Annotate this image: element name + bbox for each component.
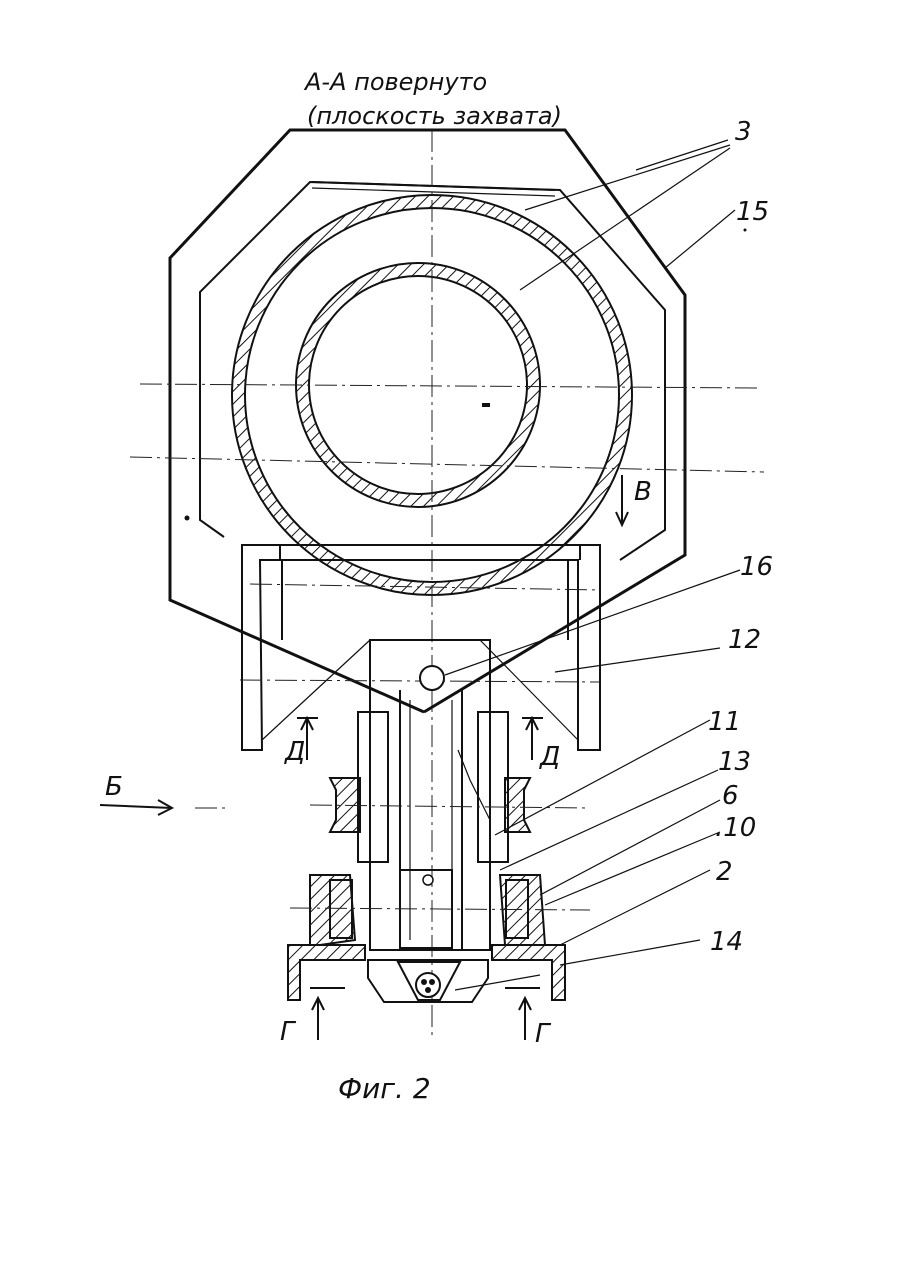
label-12: 12	[728, 625, 761, 655]
label-d-left: Д	[284, 737, 305, 767]
label-3: 3	[735, 117, 752, 147]
upper-rollers	[330, 712, 530, 862]
label-15: 15	[736, 197, 769, 227]
view-arrow-b	[100, 800, 225, 815]
label-13: 13	[718, 747, 751, 777]
bottom-clamp	[368, 960, 488, 1002]
direction-arrow-v	[616, 475, 628, 525]
label-11: 11	[708, 707, 741, 737]
label-g-right: Г	[535, 1019, 552, 1049]
label-6: 6	[722, 781, 739, 811]
pivot-pin	[420, 666, 444, 690]
label-10: .10	[715, 813, 756, 843]
section-subtitle: (плоскость захвата)	[307, 102, 562, 130]
label-14: 14	[710, 927, 743, 957]
label-v: В	[634, 477, 652, 507]
section-title: А-А повернуто	[303, 68, 487, 96]
label-b-view: Б	[105, 772, 123, 802]
label-2: 2	[716, 857, 733, 887]
figure-caption: Фиг. 2	[338, 1072, 431, 1105]
label-g-left: Г	[280, 1017, 297, 1047]
label-d-right: Д	[539, 742, 560, 772]
label-16: 16	[740, 552, 773, 582]
section-marker-d	[297, 718, 543, 760]
